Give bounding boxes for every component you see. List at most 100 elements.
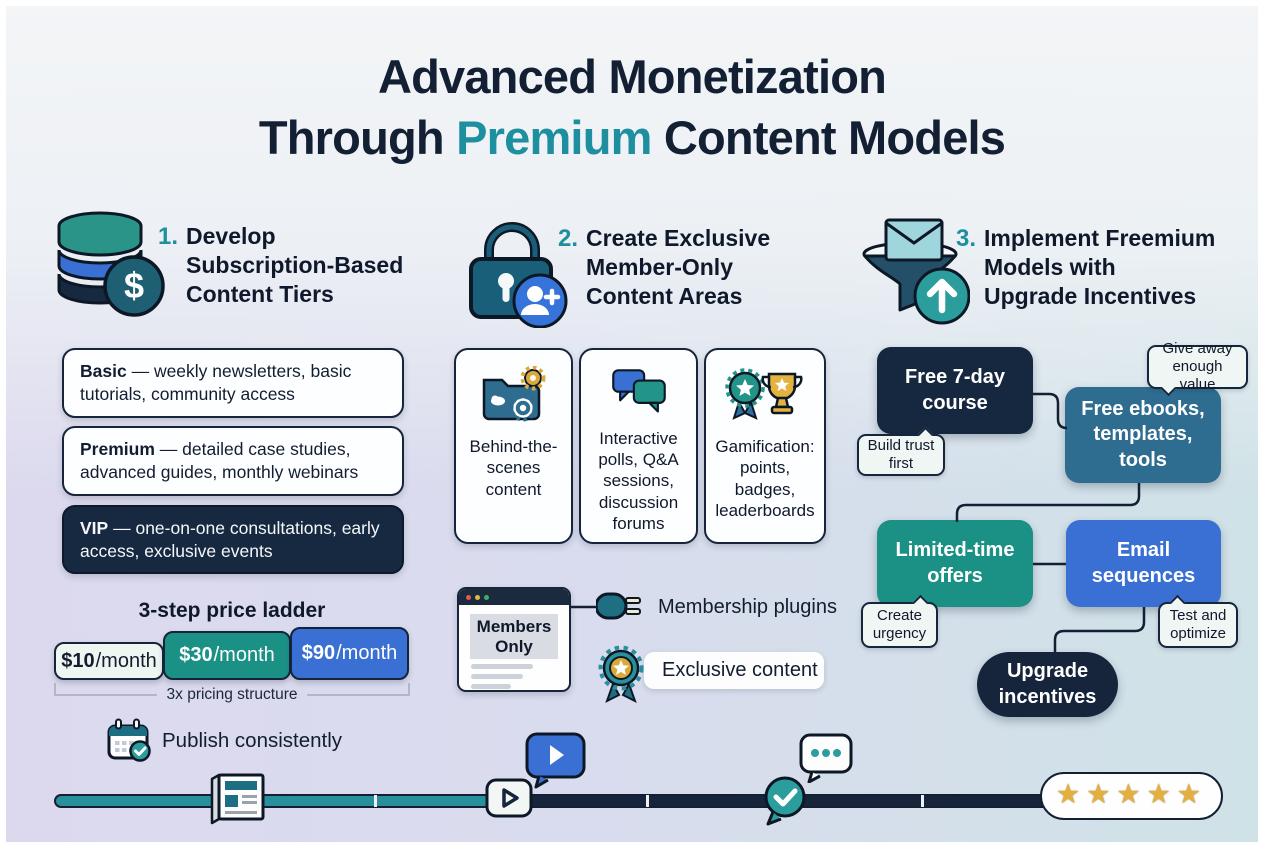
node-free-ebooks-label: Free ebooks, templates, tools: [1081, 398, 1205, 471]
browser-text-line: [471, 664, 533, 670]
members-only-label: Members Only: [470, 614, 558, 660]
column3-heading: 3. Implement Freemium Models with Upgrad…: [956, 224, 1256, 312]
members-only-browser-window: Members Only: [457, 587, 571, 692]
five-stars-rating: ★★★★★: [1040, 772, 1223, 820]
timeline-bar: [54, 794, 1054, 808]
price-step-30: $30/month: [163, 631, 291, 680]
svg-text:$: $: [124, 265, 144, 306]
title-line2-pre: Through: [258, 111, 445, 165]
bubble-create-urgency-label: Create urgency: [872, 606, 927, 642]
column3-heading-line2: Models with: [984, 254, 1116, 281]
tier-vip-desc: — one-on-one consultations, early access…: [80, 518, 380, 562]
timeline-tick: [646, 795, 649, 807]
tier-vip: VIP — one-on-one consultations, early ac…: [62, 505, 404, 574]
browser-title-bar: [459, 589, 569, 605]
page-title: Advanced Monetization Through Premium Co…: [6, 46, 1258, 168]
bracket-left-line: [56, 694, 157, 696]
dots-bubble-icon: [799, 733, 853, 783]
exclusive-rosette-icon: [598, 645, 644, 704]
check-bubble-icon: [764, 776, 806, 826]
bubble-build-trust: Build trust first: [857, 426, 945, 476]
tier-basic-desc: — weekly newsletters, basic tutorials, c…: [80, 361, 352, 405]
node-limited-offers: Limited-time offers: [877, 520, 1033, 607]
exclusive-content-pill: Exclusive content: [644, 652, 824, 689]
node-free-course: Free 7-day course: [877, 347, 1033, 434]
column1-heading-line1: Develop: [186, 223, 276, 249]
bubble-give-away-value-label: Give away enough value: [1162, 339, 1233, 394]
plug-icon: [596, 592, 641, 620]
calendar-check-icon: [107, 718, 151, 762]
price-90-unit: /month: [336, 642, 398, 664]
bubble-create-urgency: Create urgency: [861, 594, 938, 648]
title-line1-text: Advanced Monetization: [377, 50, 887, 103]
tier-basic: Basic — weekly newsletters, basic tutori…: [62, 348, 404, 418]
browser-text-line: [471, 674, 523, 680]
title-line2-highlight: Premium: [456, 111, 652, 165]
column3-number: 3.: [956, 225, 977, 252]
card-gamification: Gamification: points, badges, leaderboar…: [704, 348, 826, 544]
tier-premium: Premium — detailed case studies, advance…: [62, 426, 404, 496]
price-10-unit: /month: [95, 649, 157, 672]
price-step-90: $90/month: [290, 627, 409, 680]
column3-heading-line1: Implement Freemium: [984, 225, 1216, 251]
card-interactive-polls: Interactive polls, Q&A sessions, discuss…: [579, 348, 698, 544]
node-upgrade-incentives: Upgrade incentives: [977, 652, 1118, 717]
column2-heading-text: Create Exclusive Member-Only Content Are…: [586, 224, 770, 312]
bubble-test-optimize: Test and optimize: [1158, 594, 1238, 648]
card-gamification-label: Gamification: points, badges, leaderboar…: [715, 437, 815, 520]
bracket-right-line: [307, 694, 409, 696]
tier-basic-name: Basic: [80, 361, 127, 381]
column1-heading-text: Develop Subscription-Based Content Tiers: [186, 222, 403, 310]
column2-heading-line3: Content Areas: [586, 283, 743, 310]
column3-heading-line3: Upgrade Incentives: [984, 283, 1197, 310]
browser-text-line: [471, 684, 511, 690]
card-behind-the-scenes-label: Behind-the-scenes content: [469, 437, 558, 499]
star-rating-text: ★★★★★: [1055, 779, 1208, 809]
tier-premium-desc: — detailed case studies, advanced guides…: [80, 439, 359, 483]
title-line-1: Advanced Monetization: [6, 46, 1258, 107]
folder-gears-icon: [482, 366, 545, 422]
chat-bubbles-icon: [611, 369, 666, 413]
column2-heading: 2. Create Exclusive Member-Only Content …: [558, 224, 788, 312]
newspaper-icon: [210, 773, 265, 825]
play-button-icon: [485, 778, 533, 818]
column2-heading-line2: Member-Only: [586, 254, 733, 281]
price-ladder-title: 3-step price ladder: [138, 599, 326, 622]
column1-heading: 1. Develop Subscription-Based Content Ti…: [158, 222, 428, 310]
price-10: $10: [61, 649, 95, 672]
badge-trophy-icon: [725, 368, 803, 420]
pricing-structure-note: 3x pricing structure: [166, 686, 298, 703]
price-step-10: $10/month: [54, 642, 164, 680]
column1-number: 1.: [158, 223, 179, 250]
column1-heading-line3: Content Tiers: [186, 281, 334, 308]
column3-heading-text: Implement Freemium Models with Upgrade I…: [984, 224, 1215, 312]
browser-close-dot: [466, 594, 471, 600]
tier-premium-name: Premium: [80, 439, 155, 459]
exclusive-content-label: Exclusive content: [662, 659, 818, 681]
node-email-sequences-label: Email sequences: [1091, 539, 1196, 587]
price-30: $30: [179, 644, 213, 666]
timeline-tick: [374, 795, 377, 807]
timeline-tick: [921, 795, 924, 807]
publish-consistently-label: Publish consistently: [162, 729, 343, 752]
column2-number: 2.: [558, 225, 579, 252]
tier-vip-name: VIP: [80, 518, 109, 538]
node-limited-offers-label: Limited-time offers: [895, 539, 1015, 587]
column1-heading-line2: Subscription-Based: [186, 252, 404, 279]
node-free-ebooks: Free ebooks, templates, tools: [1065, 387, 1221, 483]
bracket-right-tick: [408, 683, 411, 696]
membership-plugins-label: Membership plugins: [658, 596, 837, 618]
padlock-add-member-icon: [469, 222, 568, 328]
node-email-sequences: Email sequences: [1066, 520, 1221, 607]
card-behind-the-scenes: Behind-the-scenes content: [454, 348, 573, 544]
pricing-bracket: 3x pricing structure: [54, 683, 411, 706]
price-30-unit: /month: [213, 644, 275, 666]
bubble-give-away-value: Give away enough value: [1147, 340, 1248, 397]
video-bubble-icon: [525, 732, 586, 789]
node-upgrade-incentives-label: Upgrade incentives: [998, 660, 1097, 708]
bubble-build-trust-label: Build trust first: [867, 436, 935, 472]
bubble-test-optimize-label: Test and optimize: [1169, 606, 1227, 642]
card-interactive-polls-label: Interactive polls, Q&A sessions, discuss…: [598, 428, 679, 533]
bracket-left-tick: [54, 683, 56, 696]
